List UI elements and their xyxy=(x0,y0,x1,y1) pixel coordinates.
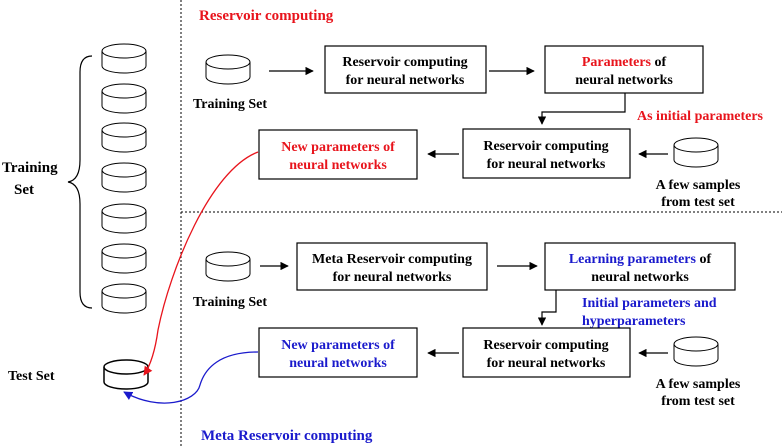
database-icon xyxy=(101,122,147,153)
bottom-initial-label-line1: Initial parameters and xyxy=(582,296,717,311)
bottom-reservoir-box-2 xyxy=(462,327,631,378)
top-new-parameters-line1: New parameters of xyxy=(281,140,395,155)
bottom-training-database-icon xyxy=(205,251,251,282)
training-set-label-line2: Set xyxy=(14,182,34,198)
test-set-label: Test Set xyxy=(8,369,55,384)
bottom-test-samples-database-icon xyxy=(673,336,719,367)
bottom-reservoir-box-2-line1: Reservoir computing xyxy=(483,338,608,353)
bottom-learning-parameters-box xyxy=(544,242,736,291)
database-icon xyxy=(101,283,147,314)
bottom-training-set-label: Training Set xyxy=(193,295,267,310)
top-parameters-box-line1: Parameters of xyxy=(582,55,667,70)
bottom-few-samples-line2: from test set xyxy=(661,394,735,409)
bottom-learning-parameters-line2: neural networks xyxy=(591,270,689,285)
bottom-meta-reservoir-box xyxy=(296,242,488,291)
bottom-section-title: Meta Reservoir computing xyxy=(201,428,373,444)
top-parameters-highlight: Parameters xyxy=(582,55,652,70)
top-reservoir-box xyxy=(324,45,487,94)
top-parameters-box xyxy=(544,45,704,94)
database-icon xyxy=(101,243,147,274)
blue-arrow-to-test-set xyxy=(123,351,259,404)
top-reservoir-box-2-line2: for neural networks xyxy=(487,157,606,172)
top-few-samples-line2: from test set xyxy=(661,195,735,210)
curly-brace xyxy=(67,55,93,309)
top-parameters-rest: of xyxy=(651,55,667,70)
top-arrow-3 xyxy=(537,93,626,125)
top-test-samples-database-icon xyxy=(673,137,719,168)
database-icon xyxy=(101,83,147,114)
bottom-learning-highlight: Learning parameters xyxy=(569,252,697,267)
training-set-label-line1: Training xyxy=(2,160,58,176)
bottom-new-parameters-line1: New parameters of xyxy=(281,338,395,353)
top-section-title: Reservoir computing xyxy=(199,8,334,24)
bottom-reservoir-box-2-line2: for neural networks xyxy=(487,356,606,371)
bottom-new-parameters-line2: neural networks xyxy=(289,356,387,371)
top-reservoir-box-2-line1: Reservoir computing xyxy=(483,139,608,154)
top-initial-parameters-label: As initial parameters xyxy=(637,109,764,124)
top-reservoir-box-line1: Reservoir computing xyxy=(342,55,467,70)
bottom-meta-reservoir-line1: Meta Reservoir computing xyxy=(312,252,472,267)
top-reservoir-box-line2: for neural networks xyxy=(346,73,465,88)
bottom-initial-label-line2: hyperparameters xyxy=(582,314,686,329)
database-icon xyxy=(101,162,147,193)
bottom-meta-reservoir-line2: for neural networks xyxy=(333,270,452,285)
database-icon xyxy=(101,203,147,234)
test-set-database-icon xyxy=(103,359,149,390)
top-parameters-box-line2: neural networks xyxy=(575,73,673,88)
training-set-stack xyxy=(101,43,147,314)
top-new-parameters-box xyxy=(258,129,418,180)
top-training-set-label: Training Set xyxy=(193,97,267,112)
bottom-few-samples-line1: A few samples xyxy=(656,377,741,392)
bottom-learning-parameters-line1: Learning parameters of xyxy=(569,252,712,267)
top-training-database-icon xyxy=(205,54,251,85)
bottom-learning-rest: of xyxy=(696,252,712,267)
database-icon xyxy=(101,43,147,74)
top-new-parameters-line2: neural networks xyxy=(289,158,387,173)
top-reservoir-box-2 xyxy=(462,128,631,179)
bottom-new-parameters-box xyxy=(258,327,418,378)
top-few-samples-line1: A few samples xyxy=(656,178,741,193)
bottom-arrow-3 xyxy=(537,290,557,326)
red-arrow-to-test-set xyxy=(143,151,259,376)
